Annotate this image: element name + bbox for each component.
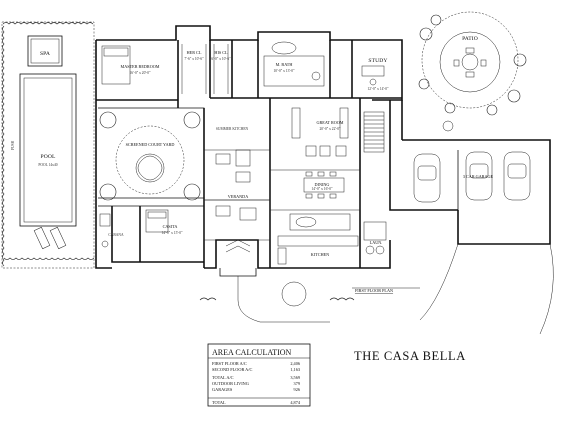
garage-label: 3 CAR GARAGE — [463, 174, 494, 179]
lounge-chair-icon — [33, 226, 67, 250]
kitchen: KITCHEN — [277, 213, 359, 265]
driveway — [539, 243, 554, 335]
dining-label: DINING — [315, 182, 330, 187]
plan-title: THE CASA BELLA — [354, 349, 466, 363]
area-calculation-table: AREA CALCULATION FIRST FLOOR A/C 2,406SEC… — [207, 343, 311, 407]
courtyard-label: SCREENED COURT YARD — [126, 142, 175, 147]
area-row-value: 3,569 — [290, 375, 300, 381]
his-closet-label: HIS CL — [214, 50, 228, 55]
casita-size: 14'-0" x 15'-0" — [162, 231, 184, 235]
area-row-label: TOTAL A/C — [212, 375, 234, 380]
dining: DINING 14'-0" x 16'-0" — [303, 171, 345, 199]
area-row-label: OUTDOOR LIVING — [212, 381, 249, 386]
garage: 3 CAR GARAGE — [402, 139, 551, 245]
area-row-value: 4,874 — [290, 400, 301, 406]
casita-label: CASITA — [163, 224, 178, 229]
great-room: GREAT ROOM 20'-0" x 22'-0" — [291, 107, 349, 157]
area-row-label: TOTAL — [212, 400, 226, 405]
master-bedroom-size: 16'-0" x 20'-0" — [130, 71, 152, 75]
area-row-value: 379 — [294, 381, 300, 386]
study: STUDY 12'-0" x 14'-0" — [361, 58, 390, 91]
master-bedroom-label: MASTER BEDROOM — [121, 64, 160, 69]
master-bath-label: M. BATH — [276, 62, 293, 67]
stair — [363, 111, 385, 153]
great-room-size: 20'-0" x 22'-0" — [320, 127, 342, 131]
spa-label: SPA — [40, 51, 50, 57]
his-closet-size: 6'-0" x 10'-6" — [211, 57, 231, 61]
sheet-label: FIRST FLOOR PLAN — [355, 288, 393, 293]
kitchen-label: KITCHEN — [311, 252, 329, 257]
her-closet-size: 7'-6" x 10'-6" — [184, 57, 204, 61]
area-row-value: 2,406 — [290, 361, 301, 367]
his-closet: HIS CL 6'-0" x 10'-6" — [211, 44, 231, 94]
summer-kitchen-label: SUMMER KITCHEN — [216, 127, 249, 131]
area-row-label: FIRST FLOOR A/C — [212, 361, 247, 366]
cabana-label: CABANA — [108, 233, 124, 237]
laundry: LAUN. — [363, 221, 387, 255]
dining-size: 14'-0" x 16'-0" — [312, 187, 334, 191]
front-walk — [199, 276, 420, 323]
car-icon — [413, 151, 531, 203]
area-row-value: 926 — [294, 387, 301, 392]
veranda: VERANDA SUMMER KITCHEN — [215, 127, 257, 221]
area-row-label: GARAGES — [212, 387, 233, 392]
master-bath-size: 10'-0" x 13'-0" — [274, 69, 296, 73]
great-room-label: GREAT ROOM — [316, 120, 343, 125]
pool-deck: SPA POOL POOL 14x40 PUSH — [1, 21, 95, 269]
pool-size: POOL 14x40 — [38, 163, 57, 167]
her-closet-label: HER CL — [187, 50, 202, 55]
study-size: 12'-0" x 14'-0" — [368, 87, 390, 91]
laundry-label: LAUN. — [370, 240, 383, 245]
area-row-label: SECOND FLOOR A/C — [212, 367, 252, 372]
svg-text:PUSH: PUSH — [11, 140, 15, 150]
veranda-label: VERANDA — [228, 194, 248, 199]
patio: PATIO — [418, 11, 527, 132]
spa-outline — [27, 35, 63, 67]
casita: CASITA 14'-0" x 15'-0" — [145, 209, 184, 235]
study-label: STUDY — [368, 58, 387, 64]
screened-courtyard: SCREENED COURT YARD — [99, 111, 201, 201]
area-row-value: 1,163 — [290, 367, 300, 373]
pool-outline — [19, 73, 77, 227]
patio-label: PATIO — [462, 36, 478, 42]
her-closet: HER CL 7'-6" x 10'-6" — [181, 44, 207, 94]
cabana: CABANA — [99, 213, 124, 248]
area-calc-title: AREA CALCULATION — [212, 348, 292, 357]
house-walls — [95, 25, 458, 277]
master-bedroom: MASTER BEDROOM 16'-0" x 20'-0" — [101, 45, 160, 85]
master-bath: M. BATH 10'-0" x 13'-0" — [263, 41, 325, 87]
pool-label: POOL — [40, 154, 55, 160]
